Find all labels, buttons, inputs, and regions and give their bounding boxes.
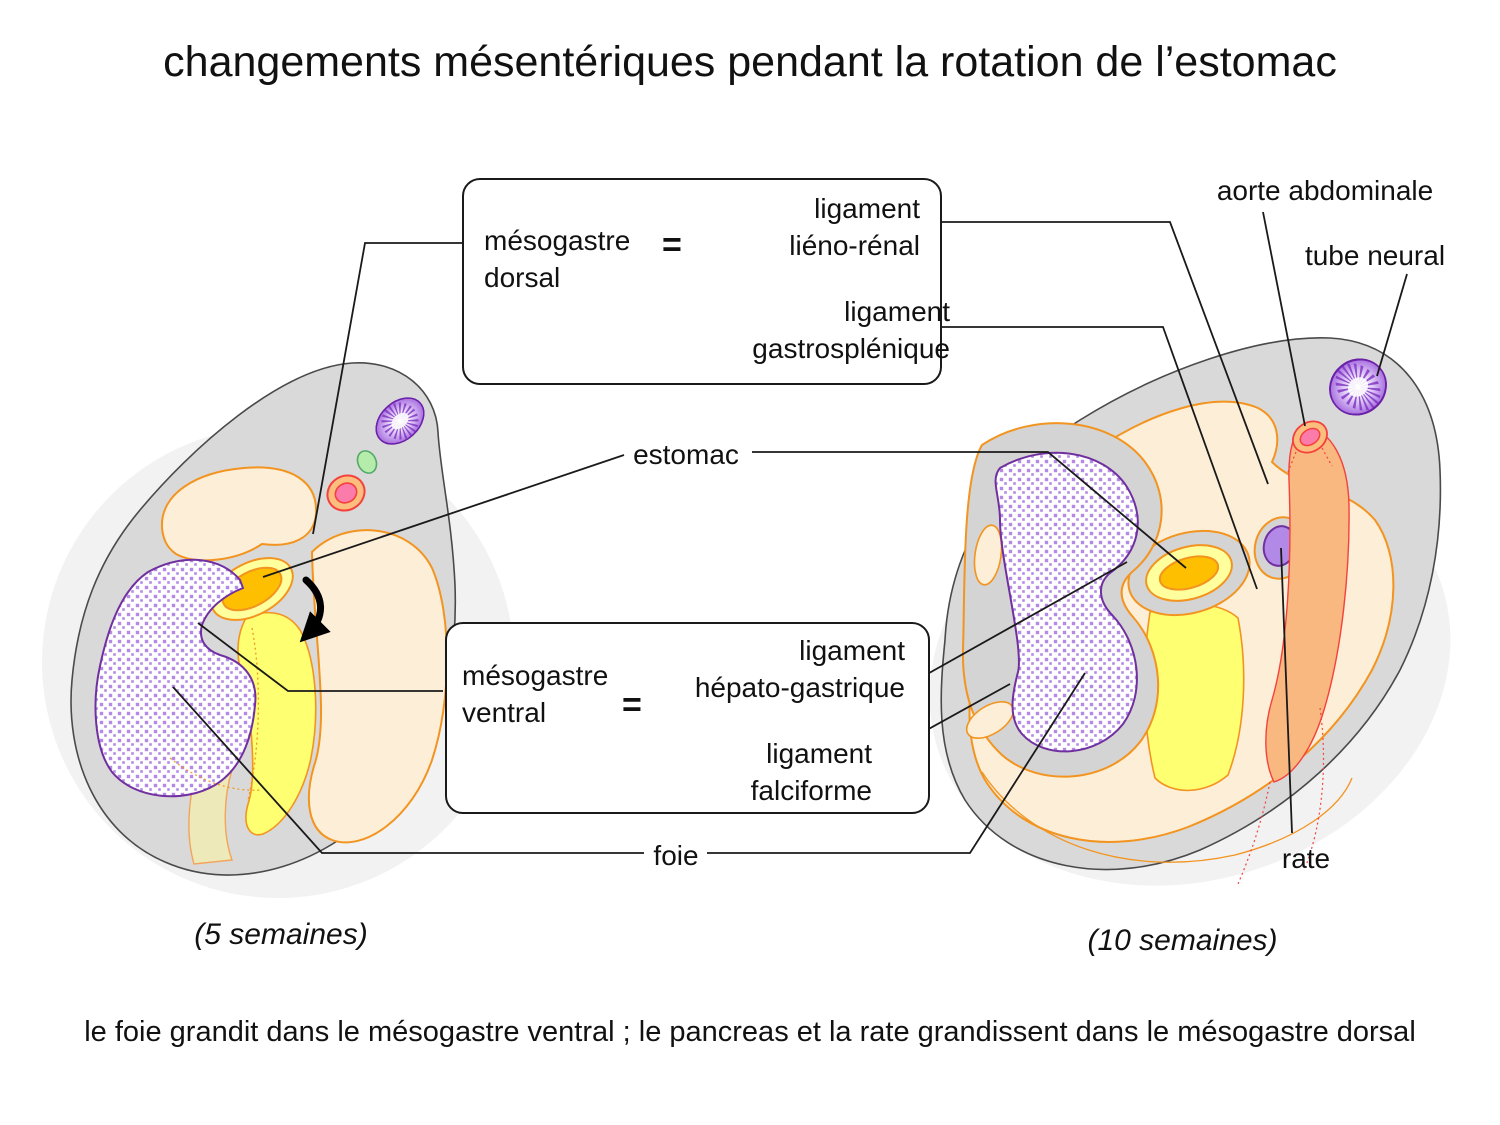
red-dotted-line bbox=[1287, 447, 1333, 473]
left-right-coelom bbox=[307, 529, 448, 844]
right-cream-fold bbox=[973, 524, 1003, 586]
hepatogastric-pointer bbox=[905, 561, 1128, 687]
spleen-pointer bbox=[1280, 547, 1293, 834]
left-embryo-5-weeks bbox=[42, 362, 514, 898]
stomach-label: estomac bbox=[633, 439, 739, 470]
left-liver bbox=[94, 558, 257, 798]
hepatogastric-ligament-label: ligament hépato-gastrique bbox=[694, 635, 905, 703]
aorta-pointer bbox=[1262, 211, 1306, 427]
ventral-mesogastrium-pointer bbox=[197, 622, 443, 692]
ventral-mesogastrium-label: mésogastre ventral bbox=[462, 660, 609, 728]
gastrosplenic-pointer bbox=[938, 326, 1258, 590]
neural-tube-label: tube neural bbox=[1304, 240, 1446, 271]
stomach-right-pointer bbox=[752, 451, 1187, 569]
red-dotted-line bbox=[1237, 781, 1271, 885]
right-liver bbox=[994, 451, 1139, 753]
connector-lines bbox=[172, 211, 1408, 854]
liver-label: foie bbox=[653, 840, 699, 871]
dorsal-mesogastrium-label: mésogastre dorsal bbox=[484, 225, 631, 293]
gastrosplenic-ligament-label: ligament gastrosplénique bbox=[752, 296, 950, 364]
red-dotted-line bbox=[1304, 707, 1325, 869]
left-yolk-stalk bbox=[188, 769, 233, 865]
left-aorta bbox=[326, 474, 366, 512]
lienorenal-ligament-label: ligament liéno-rénal bbox=[789, 193, 920, 261]
bottom-caption: le foie grandit dans le mésogastre ventr… bbox=[84, 1016, 1416, 1048]
right-dorsal-mesogastrium bbox=[1143, 603, 1245, 792]
aorta-label: aorte abdominale bbox=[1216, 175, 1434, 206]
stage-5-weeks-label: (5 semaines) bbox=[194, 918, 368, 951]
rotation-arrow-icon bbox=[299, 576, 331, 643]
stomach-left-pointer bbox=[262, 454, 625, 578]
liver-right-pointer bbox=[707, 672, 1086, 854]
dorsal-mesogastrium-box bbox=[462, 178, 942, 385]
lienorenal-pointer bbox=[938, 221, 1269, 485]
ventral-mesogastrium-box bbox=[445, 622, 930, 814]
right-umbilical-fold bbox=[981, 771, 1353, 863]
page-title: changements mésentériques pendant la rot… bbox=[163, 38, 1337, 86]
dorsal-mesogastrium-pointer bbox=[312, 242, 466, 535]
falciform-ligament-label: ligament falciforme bbox=[750, 738, 872, 806]
right-embryo-10-weeks bbox=[929, 337, 1451, 886]
spleen-label: rate bbox=[1281, 843, 1331, 874]
liver-left-pointer bbox=[172, 686, 644, 854]
equals-sign: = bbox=[622, 686, 642, 724]
right-aorta bbox=[1292, 420, 1328, 454]
right-stomach bbox=[1127, 529, 1251, 617]
left-somite bbox=[356, 450, 378, 474]
stage-10-weeks-label: (10 semaines) bbox=[1087, 924, 1278, 957]
neural-tube-pointer bbox=[1376, 273, 1408, 377]
equals-sign: = bbox=[662, 226, 682, 264]
left-dotted-line bbox=[169, 757, 263, 791]
left-upper-coelom bbox=[160, 466, 318, 562]
